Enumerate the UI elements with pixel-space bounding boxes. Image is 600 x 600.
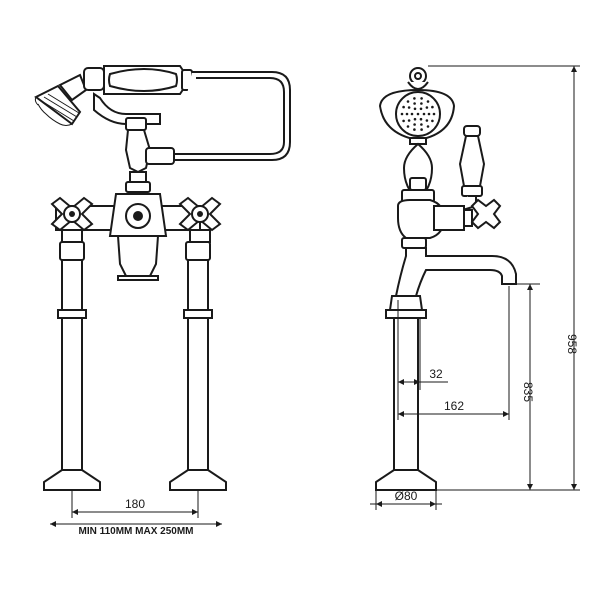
nozzle-dot xyxy=(416,112,420,116)
pillar-spacing-dimension: 180 MIN 110MM MAX 250MM xyxy=(50,490,222,537)
base-diameter-dimension: Ø80 xyxy=(370,489,442,510)
nozzle-dot xyxy=(413,97,416,100)
nozzle-dot xyxy=(432,112,436,116)
side-valve-body xyxy=(397,189,502,249)
nozzle-dot xyxy=(402,105,405,109)
front-left-leg xyxy=(43,241,101,491)
nozzle-dot xyxy=(400,112,404,116)
side-lever xyxy=(455,125,486,213)
nozzle-dot xyxy=(413,107,417,111)
front-cradle xyxy=(93,92,175,193)
spout-offset-label: 32 xyxy=(429,367,443,381)
front-right-leg xyxy=(169,241,227,491)
nozzle-dot xyxy=(431,105,434,109)
side-riser xyxy=(375,295,437,491)
pillar-spacing-label: 180 xyxy=(125,497,145,511)
shower-nozzle-pattern xyxy=(400,97,436,131)
spout-reach-dimension: 162 xyxy=(397,286,510,420)
nozzle-dot xyxy=(425,106,429,109)
nozzle-dot xyxy=(419,107,423,111)
nozzle-dot xyxy=(420,128,423,131)
nozzle-dot xyxy=(419,117,423,121)
side-view: 958 835 162 32 Ø80 xyxy=(370,65,580,510)
nozzle-dot xyxy=(413,123,416,126)
front-handset xyxy=(83,65,291,161)
nozzle-dot xyxy=(427,112,431,116)
nozzle-dot xyxy=(406,100,410,103)
spout-height-dimension: 835 xyxy=(440,283,540,491)
nozzle-dot xyxy=(425,119,429,122)
spout-offset-dimension: 32 xyxy=(398,318,448,390)
side-shower-face xyxy=(378,88,456,142)
nozzle-dot xyxy=(426,100,430,103)
total-height-label: 958 xyxy=(565,334,579,354)
front-right-cross-handle xyxy=(178,196,222,243)
nozzle-dot xyxy=(413,117,417,121)
nozzle-dot xyxy=(431,119,434,123)
total-height-dimension: 958 xyxy=(428,65,580,491)
base-diameter-label: Ø80 xyxy=(395,489,418,503)
nozzle-dot xyxy=(426,125,430,128)
spout-reach-label: 162 xyxy=(444,399,464,413)
side-handset xyxy=(402,137,434,202)
side-spout xyxy=(394,247,517,297)
side-hook xyxy=(407,67,429,90)
nozzle-dot xyxy=(405,112,409,116)
nozzle-dot xyxy=(402,119,405,123)
nozzle-dot xyxy=(407,119,411,122)
front-left-cross-handle xyxy=(50,196,94,243)
front-shower-head xyxy=(34,73,88,126)
nozzle-dot xyxy=(407,106,411,109)
nozzle-dot xyxy=(410,112,414,116)
front-view: 180 MIN 110MM MAX 250MM xyxy=(34,65,291,537)
spacing-range-label: MIN 110MM MAX 250MM xyxy=(78,526,193,537)
nozzle-dot xyxy=(420,102,423,105)
nozzle-dot xyxy=(406,125,410,128)
nozzle-dot xyxy=(422,112,426,116)
nozzle-dot xyxy=(413,102,416,105)
nozzle-dot xyxy=(413,128,416,131)
nozzle-dot xyxy=(420,123,423,126)
nozzle-dot xyxy=(420,97,423,100)
spout-height-label: 835 xyxy=(521,382,535,402)
